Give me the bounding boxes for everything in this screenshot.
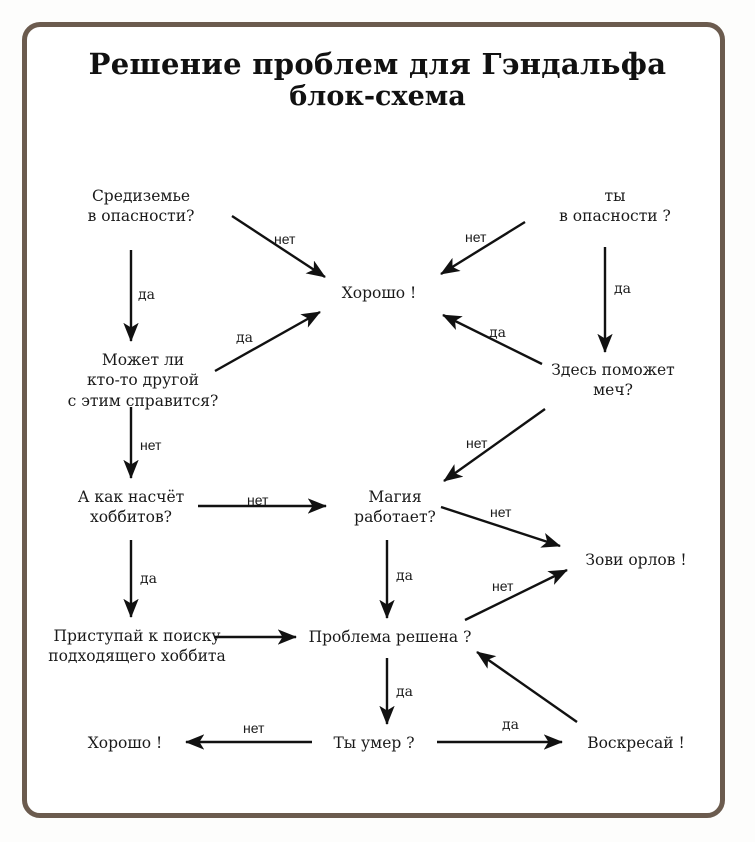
node-resurrect: Воскресай ! (587, 734, 685, 752)
edge-label-hobbits-yes: да (140, 571, 157, 587)
node-are-you-dead: Ты умер ? (333, 734, 415, 752)
edge-someone-else-yes (214, 310, 321, 373)
edge-label-middle-earth-yes: да (138, 287, 155, 303)
edge-label-magic-no: нет (490, 504, 512, 520)
edge-label-middle-earth-no: нет (274, 231, 296, 247)
edge-label-problem-no: нет (492, 578, 514, 594)
node-find-hobbit: Приступай к поиску подходящего хоббита (48, 627, 226, 666)
page-frame-border (22, 22, 725, 818)
edge-label-problem-yes: да (396, 684, 413, 700)
edge-you-danger-no (440, 220, 526, 276)
node-middle-earth-danger: Средиземье в опасности? (87, 187, 195, 226)
edge-sword-yes (442, 313, 543, 366)
edge-sword-no (443, 408, 546, 482)
edge-label-you-danger-yes: да (614, 281, 631, 297)
node-problem-solved: Проблема решена ? (308, 628, 472, 646)
edge-label-dead-no: нет (243, 720, 265, 736)
edge-label-you-danger-no: нет (465, 229, 487, 245)
node-someone-else: Может ли кто-то другой с этим справится? (67, 351, 219, 410)
edge-label-magic-yes: да (396, 568, 413, 584)
edge-label-dead-yes: да (502, 717, 519, 733)
node-you-in-danger: ты в опасности ? (559, 187, 671, 226)
node-sword-helps: Здесь поможет меч? (551, 361, 675, 400)
node-magic-works: Магия работает? (354, 488, 436, 527)
edge-label-someone-else-yes: да (236, 330, 253, 346)
edge-label-someone-else-no: нет (140, 437, 162, 453)
edge-resurrect-to-problem (476, 651, 578, 723)
node-call-eagles: Зови орлов ! (585, 551, 687, 569)
edge-middle-earth-no (231, 214, 326, 279)
edge-problem-no (464, 568, 568, 622)
node-ok-bottom: Хорошо ! (87, 734, 163, 752)
node-what-about-hobbits: А как насчёт хоббитов? (77, 488, 185, 527)
edge-label-hobbits-no: нет (247, 492, 269, 508)
edge-label-sword-yes: да (489, 325, 506, 341)
node-ok-top: Хорошо ! (341, 284, 417, 302)
edge-label-sword-no: нет (466, 435, 488, 451)
edge-magic-no (440, 505, 561, 548)
